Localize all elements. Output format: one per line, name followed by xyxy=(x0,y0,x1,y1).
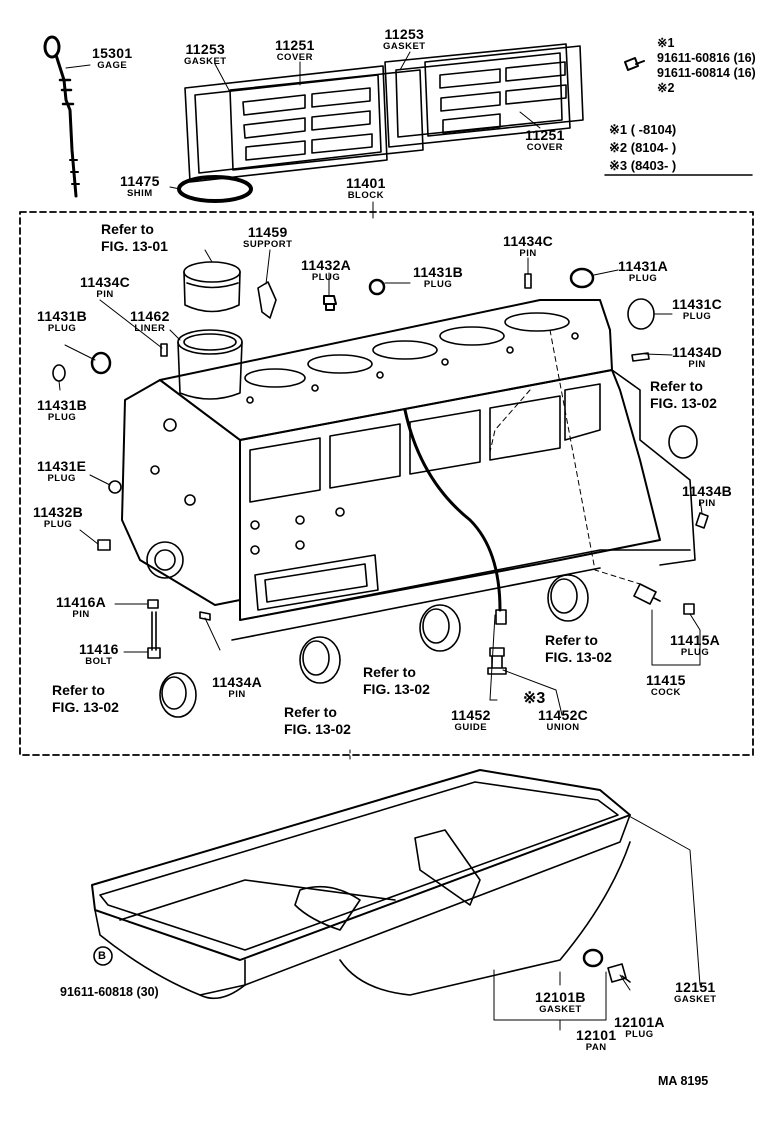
plug-11431b-left xyxy=(90,351,112,375)
pin-11434c-left xyxy=(160,343,168,357)
legend-row-2: ※2 (8104- ) xyxy=(609,140,677,155)
pan-bolt-symbol-circle xyxy=(93,946,113,966)
piston xyxy=(183,261,241,313)
cover-bolt xyxy=(624,57,645,71)
plug-11431b-top xyxy=(368,278,386,296)
drain-cock xyxy=(633,583,661,605)
plug-11432a xyxy=(323,295,337,311)
legend-row-1: ※1 ( -8104) xyxy=(609,122,677,137)
engine-block xyxy=(121,299,696,641)
bolt-11416 xyxy=(147,611,161,659)
bearing-center xyxy=(299,636,341,684)
pin-11434a xyxy=(199,611,211,621)
diagram-code: MA 8195 xyxy=(658,1074,709,1088)
cap-ref-right xyxy=(668,425,698,459)
plug-11431b-small xyxy=(52,364,66,382)
drain-plug-11415a xyxy=(683,603,695,615)
shim xyxy=(177,175,253,203)
plug-11431a xyxy=(569,267,595,289)
mark-1: ※1 xyxy=(657,36,675,50)
bolt-91611-60814: 91611-60814 (16) xyxy=(657,66,756,80)
oil-pan xyxy=(91,769,631,1000)
side-cover-left xyxy=(184,65,424,183)
pin-11434c-right xyxy=(524,273,532,289)
pin-11434b xyxy=(695,512,709,529)
bearing-right xyxy=(547,574,589,622)
leader-lines xyxy=(58,51,703,1031)
side-cover-right xyxy=(384,43,584,148)
legend-row-3: ※3 (8403- ) xyxy=(609,158,677,173)
plug-11431e xyxy=(108,480,122,494)
pan-drain-plug xyxy=(607,963,631,983)
oil-gage xyxy=(43,35,80,198)
support-bracket xyxy=(257,281,277,319)
liner xyxy=(177,329,243,400)
mark-3: ※3 xyxy=(523,690,546,707)
plug-11431c xyxy=(627,298,655,330)
mark-2: ※2 xyxy=(657,81,675,95)
pan-drain-gasket xyxy=(582,948,604,968)
bolt-91611-60818: 91611-60818 (30) xyxy=(60,985,159,999)
block-boundary xyxy=(19,211,754,756)
plug-11432b xyxy=(97,539,111,551)
bearing-left xyxy=(159,672,197,718)
bolt-91611-60816: 91611-60816 (16) xyxy=(657,51,756,65)
pan-bolt-symbol: B xyxy=(98,950,106,962)
bearing-mid xyxy=(419,604,461,652)
pin-11434d xyxy=(631,352,650,362)
pin-11416a xyxy=(147,599,159,609)
